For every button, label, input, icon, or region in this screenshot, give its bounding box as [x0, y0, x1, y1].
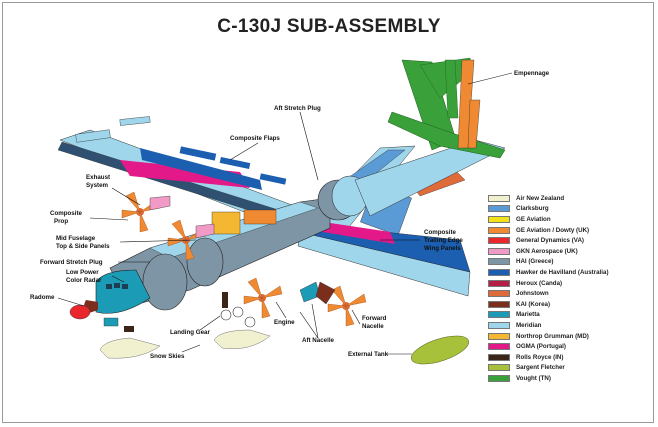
legend-item: HAI (Greece): [488, 257, 648, 268]
callout-snow-skies: Snow Skies: [150, 353, 185, 360]
legend-swatch: [488, 300, 510, 308]
legend-label: Northrop Grumman (MD): [516, 332, 589, 340]
legend-item: General Dynamics (VA): [488, 235, 648, 246]
callout-low-power-radar-1: Low Power: [66, 269, 99, 276]
legend-label: Sargent Fletcher: [516, 364, 565, 372]
legend-swatch: [488, 374, 510, 382]
nose-section: [69, 269, 151, 320]
callout-exhaust-system-2: System: [86, 182, 109, 189]
diagram-title: C-130J SUB-ASSEMBLY: [217, 16, 441, 37]
legend-item: Northrop Grumman (MD): [488, 331, 648, 342]
callout-aft-nacelle: Aft Nacelle: [302, 337, 335, 344]
nacelles: [299, 281, 336, 305]
legend-label: Vought (TN): [516, 374, 551, 382]
callout-landing-gear: Landing Gear: [170, 329, 210, 336]
leader-lines: [57, 72, 513, 355]
legend-label: OGMA (Portugal): [516, 343, 566, 351]
legend-swatch: [488, 268, 510, 276]
legend-item: Rolls Royce (IN): [488, 352, 648, 363]
legend-label: Meridian: [516, 321, 542, 329]
legend-item: Johnstown: [488, 288, 648, 299]
empennage-shape: [387, 57, 506, 159]
legend-item: OGMA (Portugal): [488, 341, 648, 352]
callout-forward-stretch-plug: Forward Stretch Plug: [40, 259, 103, 266]
legend-swatch: [488, 353, 510, 361]
callout-radome: Radome: [30, 294, 55, 301]
callout-composite-prop-1: Composite: [50, 210, 83, 217]
callout-exhaust-system-1: Exhaust: [86, 174, 110, 181]
external-tank-shape: [411, 335, 469, 365]
callout-forward-nacelle-1: Forward: [362, 315, 387, 322]
callout-aft-stretch-plug: Aft Stretch Plug: [274, 105, 321, 112]
legend-swatch: [488, 332, 510, 340]
callout-trailing-edge-1: Composite: [424, 229, 457, 236]
legend-swatch: [488, 311, 510, 319]
legend-item: Sargent Fletcher: [488, 363, 648, 374]
legend-swatch: [488, 364, 510, 372]
legend-swatch: [488, 343, 510, 351]
legend-swatch: [488, 226, 510, 234]
legend-item: Vought (TN): [488, 373, 648, 384]
legend-label: Rolls Royce (IN): [516, 353, 564, 361]
legend-swatch: [488, 237, 510, 245]
legend-item: KAI (Korea): [488, 299, 648, 310]
legend-swatch: [488, 194, 510, 202]
legend-label: HAI (Greece): [516, 258, 554, 266]
legend-item: Air New Zealand: [488, 193, 648, 204]
legend-swatch: [488, 290, 510, 298]
diagram-frame: [2, 2, 654, 423]
callout-labels: Empennage Aft Stretch Plug Composite Fla…: [30, 70, 550, 360]
callout-trailing-edge-2: Trailing Edge: [424, 237, 463, 244]
callout-forward-nacelle-2: Nacelle: [362, 323, 384, 330]
callout-empennage: Empennage: [514, 70, 550, 77]
legend-label: Air New Zealand: [516, 194, 565, 202]
landing-gear-parts: [103, 292, 256, 332]
legend-item: Meridian: [488, 320, 648, 331]
legend-label: General Dynamics (VA): [516, 237, 584, 245]
legend-label: Hawker de Havilland (Australia): [516, 268, 609, 276]
callout-external-tank: External Tank: [348, 351, 389, 358]
propellers: [121, 191, 367, 327]
aft-fuselage: [354, 139, 506, 217]
callout-low-power-radar-2: Color Radar: [66, 277, 102, 284]
legend-label: KAI (Korea): [516, 300, 551, 308]
legend-item: Marietta: [488, 310, 648, 321]
legend-label: Clarksburg: [516, 205, 549, 213]
legend-label: Johnstown: [516, 290, 549, 298]
legend-label: GKN Aerospace (UK): [516, 247, 578, 255]
fuselage: [109, 197, 331, 311]
legend-item: Hawker de Havilland (Australia): [488, 267, 648, 278]
snow-skis: [99, 329, 271, 359]
legend-item: Heroux (Canda): [488, 278, 648, 289]
legend-label: Heroux (Canda): [516, 279, 563, 287]
legend-swatch: [488, 279, 510, 287]
legend-label: GE Aviation: [516, 215, 551, 223]
callout-engine: Engine: [274, 319, 295, 326]
legend-item: GE Aviation / Dowty (UK): [488, 225, 648, 236]
callout-mid-fuselage-1: Mid Fuselage: [56, 235, 96, 242]
legend-item: Clarksburg: [488, 204, 648, 215]
legend-swatch: [488, 258, 510, 266]
legend-swatch: [488, 205, 510, 213]
callout-mid-fuselage-2: Top & Side Panels: [56, 243, 110, 250]
legend-swatch: [488, 247, 510, 255]
legend-item: GE Aviation: [488, 214, 648, 225]
legend-swatch: [488, 215, 510, 223]
legend-label: GE Aviation / Dowty (UK): [516, 226, 590, 234]
callout-composite-prop-2: Prop: [54, 218, 68, 225]
legend-swatch: [488, 321, 510, 329]
legend-item: GKN Aerospace (UK): [488, 246, 648, 257]
callout-composite-flaps: Composite Flaps: [230, 135, 280, 142]
legend-label: Marietta: [516, 311, 540, 319]
callout-trailing-edge-3: Wing Panels: [424, 245, 461, 252]
composite-flaps: [179, 146, 287, 185]
